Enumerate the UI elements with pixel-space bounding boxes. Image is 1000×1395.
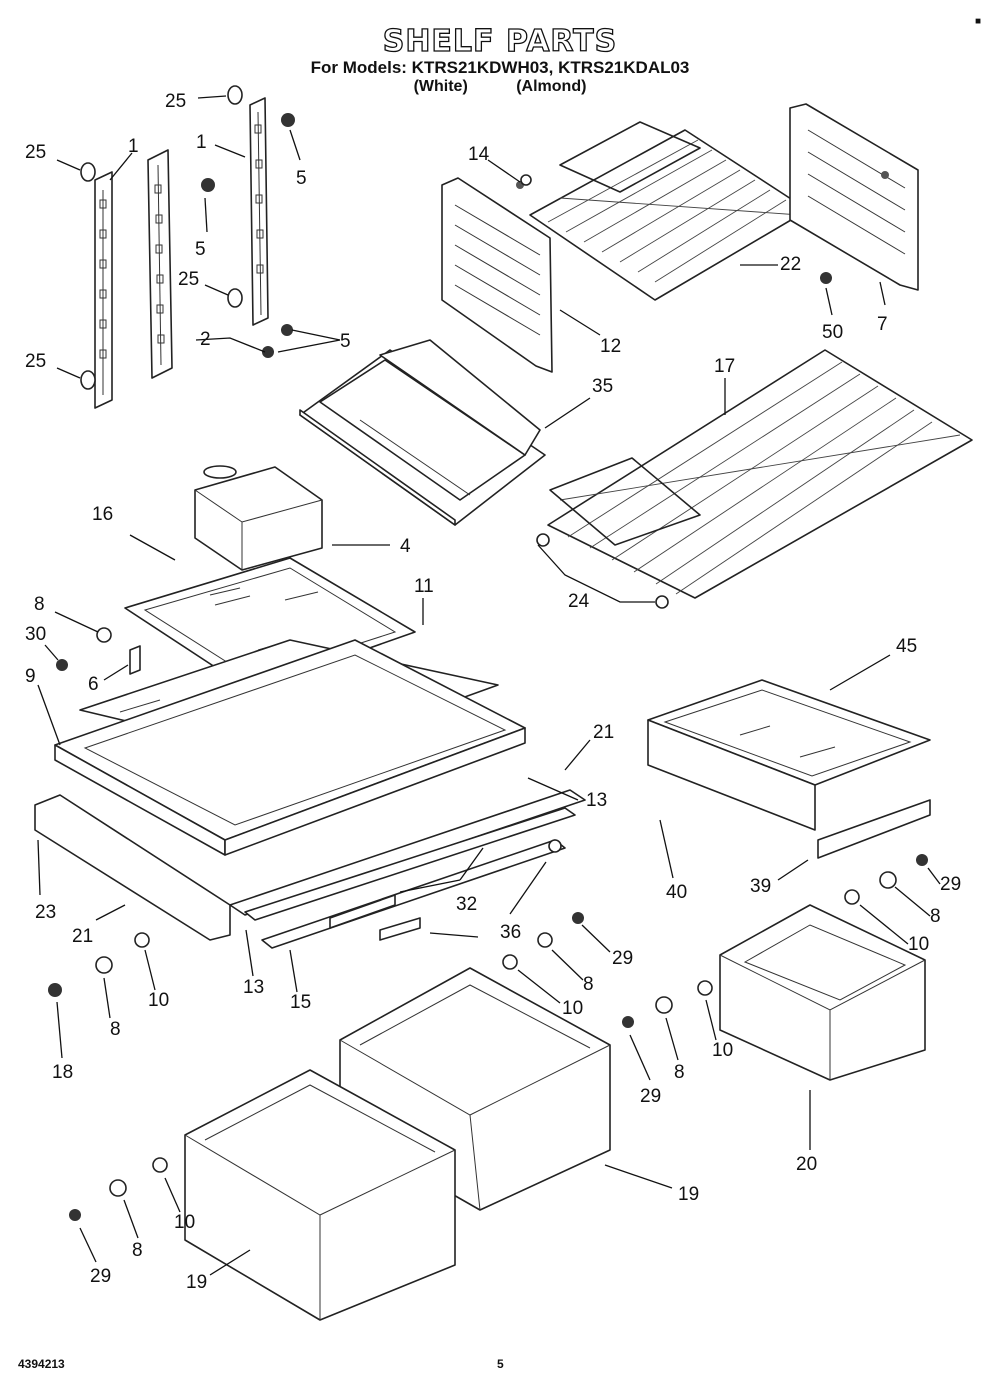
callout: 16 — [92, 504, 113, 525]
callout: 24 — [568, 591, 590, 612]
callout: 22 — [780, 254, 801, 275]
callout: 25 — [178, 269, 199, 290]
callout: 8 — [583, 974, 594, 995]
callout: 21 — [593, 722, 614, 743]
callout: 2 — [200, 329, 211, 350]
callout: 1 — [196, 132, 207, 153]
callout: 12 — [600, 336, 621, 357]
callout: 4 — [400, 536, 411, 557]
crisper-drawer-left-19 — [184, 1069, 456, 1321]
ladder-support-right — [249, 97, 269, 326]
callout: 19 — [186, 1272, 207, 1293]
callout: 25 — [165, 91, 186, 112]
callout: 30 — [25, 624, 46, 645]
variant-almond: (Almond) — [516, 78, 587, 95]
callout: 10 — [174, 1212, 195, 1233]
models-line: For Models: KTRS21KDWH03, KTRS21KDAL03 — [310, 58, 690, 77]
ladder-caps-and-screws — [80, 85, 295, 390]
wire-shelf-upper — [529, 121, 809, 301]
wire-shelf-wide — [547, 349, 973, 599]
crisper-frame — [34, 639, 586, 941]
callout: 13 — [586, 790, 607, 811]
callout: 17 — [714, 356, 735, 377]
callout: 10 — [562, 998, 583, 1019]
callout: 40 — [666, 882, 687, 903]
callout: 5 — [195, 239, 206, 260]
callout: 36 — [500, 922, 521, 943]
callout: 50 — [822, 322, 843, 343]
callout: 21 — [72, 926, 93, 947]
callout: 11 — [414, 576, 434, 597]
callout: 8 — [930, 906, 941, 927]
callout: 9 — [25, 666, 36, 687]
screw-50 — [820, 272, 832, 284]
callout-labels: 25 25 1 1 5 5 25 25 2 5 14 22 12 7 50 35… — [25, 91, 961, 1293]
page-number: 5 — [497, 1357, 504, 1371]
callout: 5 — [296, 168, 307, 189]
callout: 14 — [468, 144, 490, 165]
variant-line: (White) (Almond) — [0, 78, 1000, 96]
callout: 25 — [25, 142, 46, 163]
variant-white: (White) — [413, 78, 468, 95]
callout: 1 — [128, 136, 139, 157]
ladder-support-center — [147, 149, 173, 379]
glass-shelf-45 — [647, 679, 931, 859]
callout: 18 — [52, 1062, 73, 1083]
callout: 45 — [896, 636, 917, 657]
callout: 10 — [148, 990, 169, 1011]
callout: 20 — [796, 1154, 817, 1175]
callout: 35 — [592, 376, 613, 397]
hardware-parts — [48, 174, 928, 1221]
door-bin-small — [194, 465, 323, 571]
deli-drawer — [299, 339, 546, 526]
callout: 19 — [678, 1184, 699, 1205]
callout: 7 — [877, 314, 888, 335]
corner-mark: ■ — [975, 16, 982, 27]
callout: 32 — [456, 894, 477, 915]
callout: 10 — [712, 1040, 733, 1061]
callout: 13 — [243, 977, 264, 998]
callout: 8 — [34, 594, 45, 615]
callout: 10 — [908, 934, 929, 955]
callout: 8 — [674, 1062, 685, 1083]
shelf-rail-right — [789, 103, 919, 291]
page-title: SHELF PARTS — [382, 24, 618, 59]
leader-lines — [37, 95, 941, 1276]
callout: 25 — [25, 351, 46, 372]
shelf-rail-left — [441, 177, 553, 373]
callout: 8 — [132, 1240, 143, 1261]
diagram-header: SHELF PARTS For Models: KTRS21KDWH03, KT… — [0, 24, 1000, 96]
callout: 39 — [750, 876, 771, 897]
crisper-drawer-right-20 — [719, 904, 926, 1081]
callout: 15 — [290, 992, 311, 1013]
callout: 6 — [88, 674, 99, 695]
callout: 23 — [35, 902, 56, 923]
callout: 5 — [340, 331, 351, 352]
callout: 29 — [90, 1266, 111, 1287]
callout: 29 — [640, 1086, 661, 1107]
callout: 29 — [940, 874, 961, 895]
callout: 29 — [612, 948, 633, 969]
document-number: 4394213 — [18, 1357, 65, 1371]
callout: 8 — [110, 1019, 121, 1040]
ladder-support-left — [94, 171, 113, 409]
